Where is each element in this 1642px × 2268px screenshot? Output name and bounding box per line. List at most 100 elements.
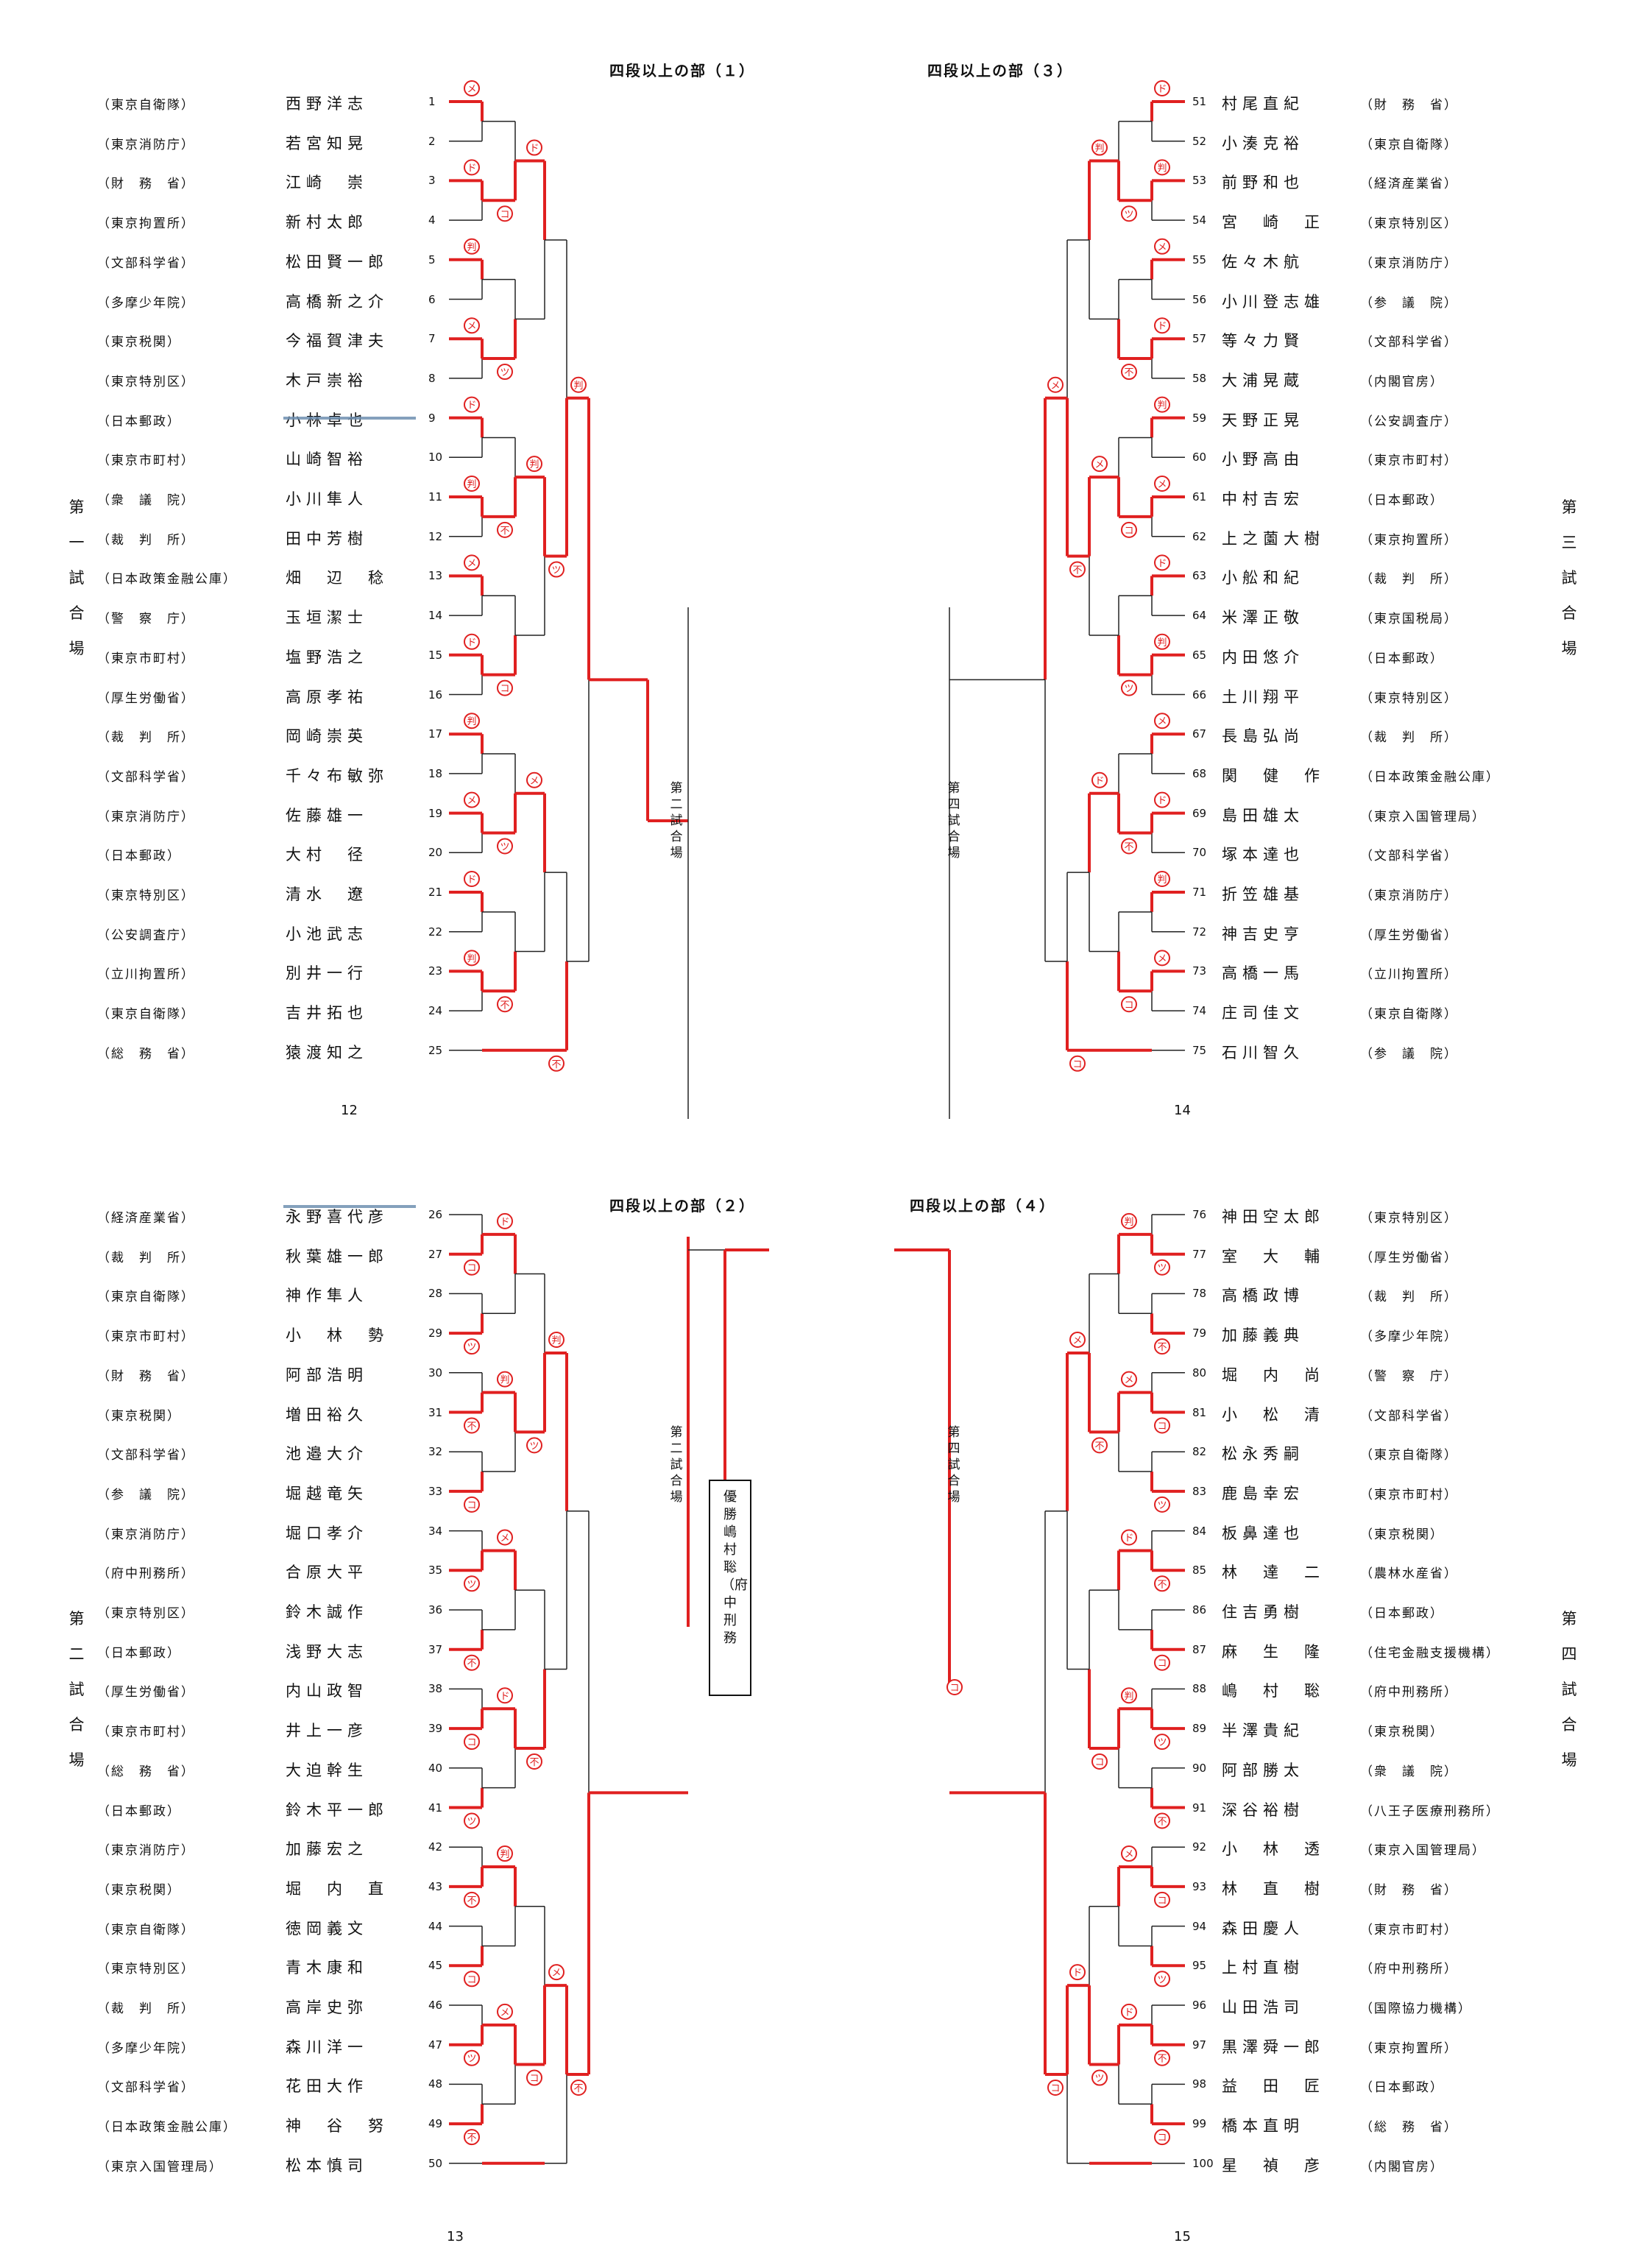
entry-number: 96 <box>1192 1999 1207 2012</box>
svg-text:コ: コ <box>1124 1000 1133 1011</box>
svg-text:ツ: ツ <box>467 1579 476 1590</box>
entry-org: （東京自衛隊） <box>1360 1007 1458 1022</box>
score-mark: ツ <box>1121 679 1137 696</box>
svg-text:ツ: ツ <box>1157 1500 1167 1511</box>
entry-name: 高岸史弥 <box>286 1999 368 2016</box>
score-mark: コ <box>464 1734 480 1751</box>
entry-org: （東京市町村） <box>97 1329 195 1345</box>
entry-name: 永野喜代彦 <box>286 1208 389 1226</box>
entry-number: 29 <box>428 1326 443 1340</box>
score-mark: メ <box>1121 1371 1137 1388</box>
svg-text:メ: メ <box>467 558 476 569</box>
entry-org: （公安調査庁） <box>97 928 195 943</box>
svg-text:不: 不 <box>467 2133 476 2144</box>
entry-name: 井上一彦 <box>286 1722 368 1740</box>
entry-number: 67 <box>1192 727 1207 741</box>
svg-text:コ: コ <box>467 1974 476 1985</box>
entry-org: （厚生労働省） <box>1360 928 1458 943</box>
score-mark: 判 <box>1154 159 1170 176</box>
entry-number: 36 <box>428 1603 443 1617</box>
svg-text:メ: メ <box>467 796 476 807</box>
entry-name: 高原孝祐 <box>286 688 368 706</box>
entry-name: 鈴木誠作 <box>286 1603 368 1621</box>
score-mark: コ <box>1121 521 1137 538</box>
entry-name: 林 達 二 <box>1222 1564 1325 1582</box>
entry-org: （衆 議 院） <box>97 493 195 508</box>
entry-org: （東京消防庁） <box>97 1527 195 1542</box>
score-mark: メ <box>497 1529 513 1546</box>
score-mark: 判 <box>497 1845 513 1862</box>
score-mark: 不 <box>570 2079 587 2096</box>
entry-org: （財 務 省） <box>1360 98 1458 113</box>
entry-name: 千々布敏弥 <box>286 766 389 785</box>
svg-text:メ: メ <box>1157 479 1167 490</box>
entry-number: 19 <box>428 806 443 820</box>
score-mark: ツ <box>464 1812 480 1829</box>
score-mark: メ <box>526 771 542 788</box>
entry-number: 83 <box>1192 1484 1207 1498</box>
score-mark: メ <box>1069 1331 1086 1348</box>
svg-text:ド: ド <box>1157 558 1167 569</box>
entry-number: 24 <box>428 1004 443 1018</box>
svg-text:メ: メ <box>1124 1849 1133 1860</box>
entry-number: 47 <box>428 2038 443 2052</box>
entry-org: （東京自衛隊） <box>97 1922 195 1937</box>
entry-name: 木戸崇裕 <box>286 371 368 389</box>
svg-text:判: 判 <box>1094 144 1104 155</box>
entry-name: 新村太郎 <box>286 213 368 232</box>
entry-name: 徳岡義文 <box>286 1919 368 1937</box>
score-mark: メ <box>1047 376 1064 393</box>
score-mark: 不 <box>1091 1437 1108 1454</box>
entry-org: （厚生労働省） <box>97 690 195 706</box>
entry-number: 64 <box>1192 609 1207 623</box>
entry-name: 深谷裕樹 <box>1222 1801 1304 1819</box>
entry-name: 橋本直明 <box>1222 2117 1304 2135</box>
score-mark: メ <box>464 317 480 334</box>
entry-org: （東京特別区） <box>1360 690 1458 706</box>
svg-text:判: 判 <box>1157 400 1167 411</box>
entry-name: 山田浩司 <box>1222 1999 1304 2016</box>
entry-org: （東京拘置所） <box>1360 2041 1458 2056</box>
entry-name: 小野高由 <box>1222 451 1304 469</box>
entry-number: 45 <box>428 1959 443 1973</box>
score-mark: 判 <box>464 950 480 967</box>
entry-name: 高橋政博 <box>1222 1287 1304 1305</box>
score-mark: 不 <box>497 996 513 1013</box>
entry-org: （東京市町村） <box>1360 453 1458 469</box>
score-mark: 判 <box>1091 139 1108 156</box>
score-mark: ド <box>1154 80 1170 96</box>
score-mark: ツ <box>497 364 513 381</box>
entry-org: （参 議 院） <box>1360 295 1458 311</box>
entry-number: 72 <box>1192 925 1207 939</box>
score-mark: ド <box>497 1212 513 1229</box>
svg-text:ツ: ツ <box>500 841 509 852</box>
svg-text:ツ: ツ <box>467 1817 476 1828</box>
entry-org: （文部科学省） <box>97 255 195 271</box>
entry-name: 土川翔平 <box>1222 688 1304 706</box>
entry-name: 星 禎 彦 <box>1222 2156 1325 2175</box>
entry-org: （東京税関） <box>1360 1527 1444 1542</box>
score-mark: 不 <box>464 2129 480 2146</box>
entry-org: （文部科学省） <box>1360 1408 1458 1424</box>
score-mark: 判 <box>497 1371 513 1388</box>
entry-org: （東京自衛隊） <box>97 1290 195 1305</box>
entry-org: （東京自衛隊） <box>1360 1448 1458 1463</box>
entry-name: 米澤正敬 <box>1222 609 1304 627</box>
entry-number: 93 <box>1192 1879 1207 1893</box>
entry-org: （文部科学省） <box>97 2080 195 2096</box>
entry-name: 板鼻達也 <box>1222 1524 1304 1542</box>
entry-number: 38 <box>428 1682 443 1696</box>
entry-number: 69 <box>1192 806 1207 820</box>
page-title-1: 四段以上の部（１） <box>609 62 755 80</box>
score-mark: コ <box>464 1496 480 1513</box>
entry-name: 西野洋志 <box>286 95 368 113</box>
svg-text:メ: メ <box>1157 242 1167 253</box>
score-mark: コ <box>1154 1654 1170 1671</box>
svg-text:ド: ド <box>529 144 539 155</box>
score-mark: ツ <box>464 1575 480 1592</box>
score-mark: 判 <box>570 376 587 393</box>
entry-name: 松本慎司 <box>286 2156 368 2175</box>
svg-text:ド: ド <box>1094 776 1104 787</box>
entry-org: （日本政策金融公庫） <box>1360 769 1500 785</box>
entry-name: 堀越竜矢 <box>286 1484 368 1502</box>
